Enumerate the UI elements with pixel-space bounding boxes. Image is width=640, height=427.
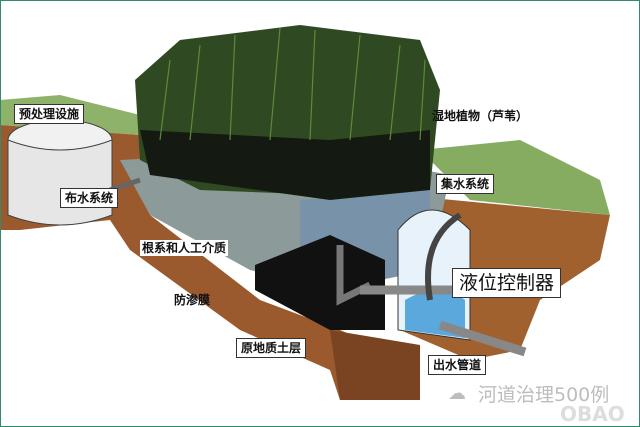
watermark-logo: OBAO	[560, 402, 625, 426]
label-distribution: 布水系统	[60, 188, 119, 208]
label-collection: 集水系统	[436, 174, 495, 194]
watermark-text: 河道治理500例	[478, 384, 610, 406]
wechat-icon: ☁	[448, 383, 466, 404]
right-bank-grass	[420, 140, 610, 215]
level-controller-pipe	[425, 212, 462, 301]
liner	[255, 235, 385, 330]
label-level-controller: 液位控制器	[452, 268, 562, 298]
outlet-pipe	[438, 320, 527, 357]
label-liner: 防渗膜	[174, 293, 211, 307]
reed-stems	[159, 27, 426, 141]
label-outlet-pipe: 出水管道	[428, 355, 487, 375]
label-pretreatment: 预处理设施	[14, 104, 85, 124]
pretreatment-tank	[7, 139, 113, 226]
label-plants: 湿地植物（芦苇）	[432, 109, 529, 123]
soil-front	[330, 330, 420, 400]
reeds-dark	[140, 130, 430, 200]
label-roots-media: 根系和人工介质	[140, 240, 229, 256]
label-native-soil: 原地质土层	[236, 338, 307, 358]
